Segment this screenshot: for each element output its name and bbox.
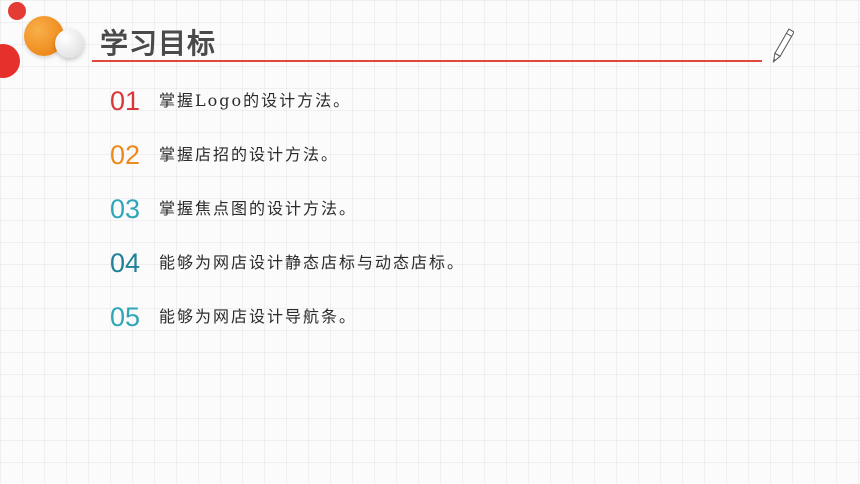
goal-number: 05 bbox=[109, 302, 141, 332]
goal-item: 02 掌握店招的设计方法。 bbox=[100, 138, 740, 172]
goal-text: 掌握焦点图的设计方法。 bbox=[159, 199, 358, 218]
title-underline bbox=[92, 60, 762, 62]
goal-number: 02 bbox=[109, 140, 141, 170]
goal-number: 04 bbox=[109, 248, 141, 278]
decorative-circle-red-small bbox=[8, 2, 26, 20]
goal-item: 05 能够为网店设计导航条。 bbox=[100, 300, 740, 334]
goal-text: 能够为网店设计静态店标与动态店标。 bbox=[159, 253, 466, 272]
page-title: 学习目标 bbox=[100, 27, 217, 60]
goal-text: 能够为网店设计导航条。 bbox=[159, 307, 358, 326]
goal-text: 掌握店招的设计方法。 bbox=[159, 145, 340, 164]
goal-item: 03 掌握焦点图的设计方法。 bbox=[100, 192, 740, 226]
pencil-icon bbox=[772, 28, 794, 63]
decorative-circle-gray bbox=[55, 29, 84, 58]
goal-text: 掌握Logo的设计方法。 bbox=[159, 91, 352, 110]
goal-item: 01 掌握Logo的设计方法。 bbox=[100, 84, 740, 118]
goal-item: 04 能够为网店设计静态店标与动态店标。 bbox=[100, 246, 740, 280]
goal-number: 03 bbox=[109, 194, 141, 224]
decorative-circle-red-large bbox=[0, 44, 20, 78]
goal-number: 01 bbox=[109, 86, 141, 116]
